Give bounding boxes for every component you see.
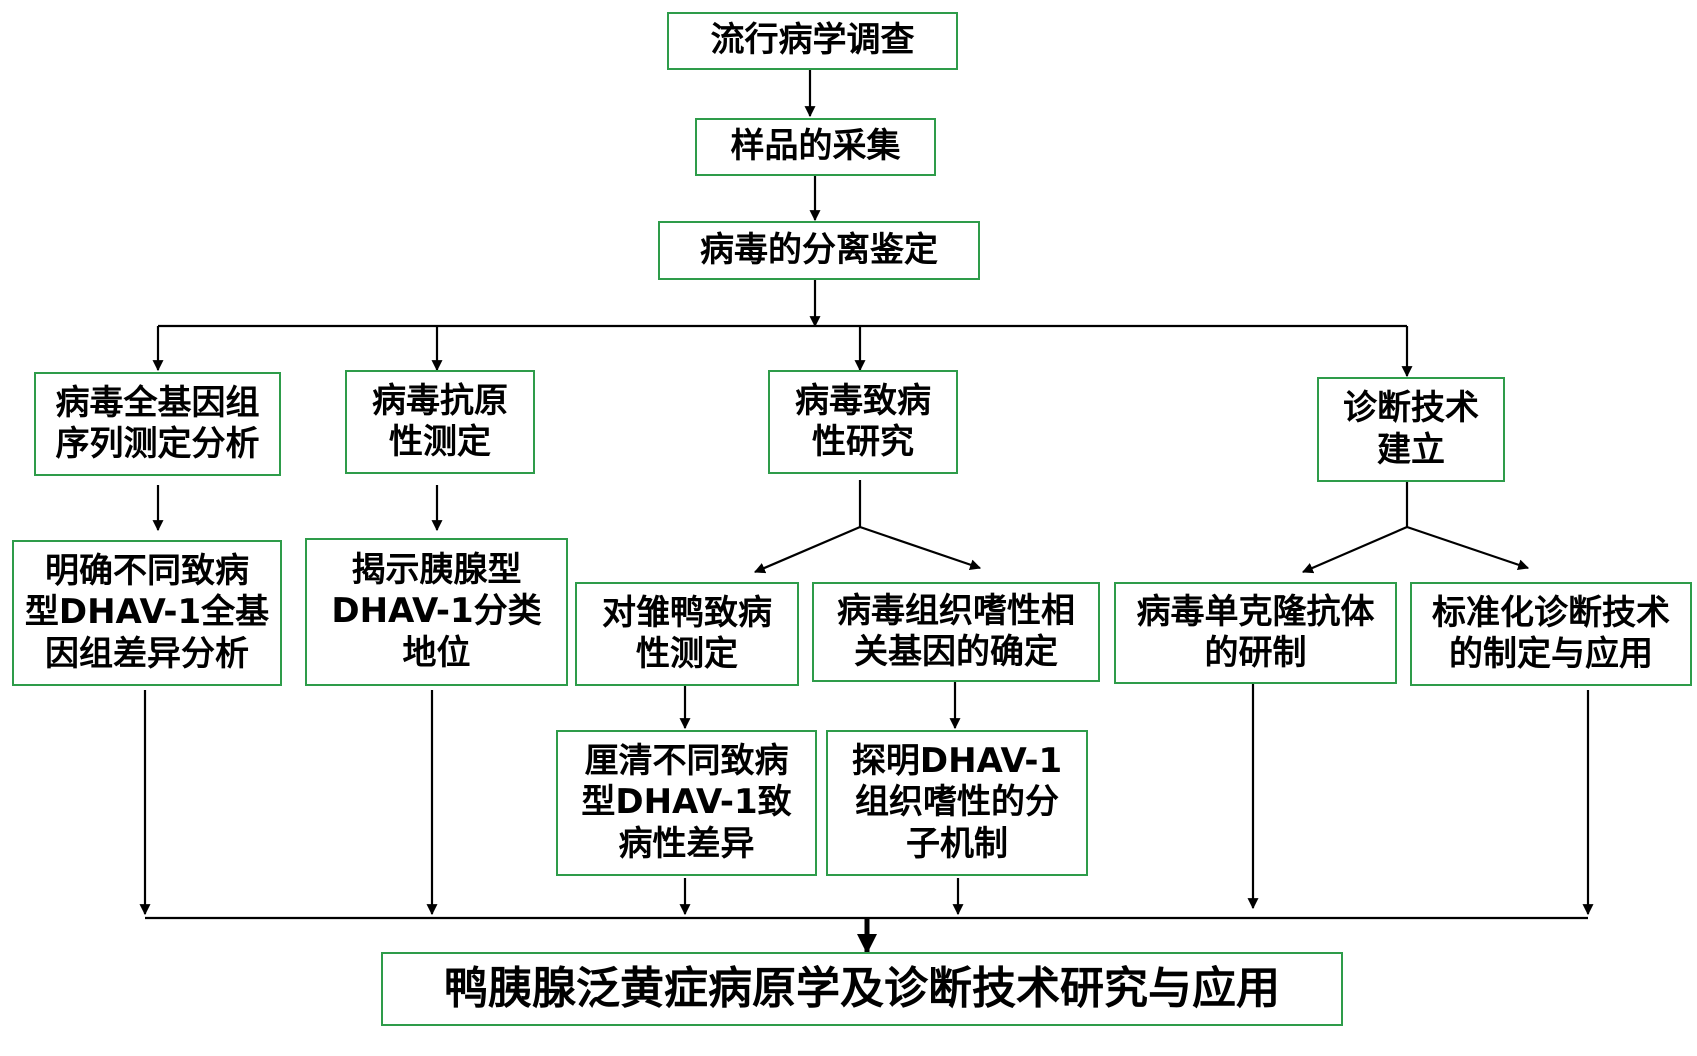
node-duckling-pathogenicity: 对雏鸭致病 性测定 <box>575 582 799 686</box>
node-label: 病毒全基因组 序列测定分析 <box>55 382 260 464</box>
node-standard-diagnostics: 标准化诊断技术 的制定与应用 <box>1410 582 1692 686</box>
node-pathogenicity-research: 病毒致病 性研究 <box>768 370 958 474</box>
node-final-outcome: 鸭胰腺泛黄症病原学及诊断技术研究与应用 <box>381 952 1343 1026</box>
node-label: 病毒单克隆抗体 的研制 <box>1136 591 1375 673</box>
node-label: 揭示胰腺型 DHAV-1分类 地位 <box>331 549 542 673</box>
node-label: 流行病学调查 <box>710 20 915 61</box>
node-label: 病毒抗原 性测定 <box>372 380 508 462</box>
node-monoclonal-antibody: 病毒单克隆抗体 的研制 <box>1114 582 1397 684</box>
node-antigenicity: 病毒抗原 性测定 <box>345 370 535 474</box>
arrow-a4-c3 <box>1301 525 1408 574</box>
node-classification-status: 揭示胰腺型 DHAV-1分类 地位 <box>305 538 568 686</box>
node-label: 厘清不同致病 型DHAV-1致 病性差异 <box>581 740 792 864</box>
node-genome-difference-analysis: 明确不同致病 型DHAV-1全基 因组差异分析 <box>12 540 282 686</box>
arrow-a3-c2 <box>859 525 982 571</box>
node-epidemiology-survey: 流行病学调查 <box>667 12 958 70</box>
node-virus-isolation: 病毒的分离鉴定 <box>658 221 980 280</box>
node-diagnostic-establishment: 诊断技术 建立 <box>1317 377 1505 482</box>
arrow-a4-c4 <box>1406 525 1530 571</box>
node-sample-collection: 样品的采集 <box>695 118 936 176</box>
node-tropism-genes: 病毒组织嗜性相 关基因的确定 <box>812 582 1100 682</box>
node-label: 诊断技术 建立 <box>1343 388 1479 470</box>
node-label: 对雏鸭致病 性测定 <box>602 592 772 674</box>
arrow-a3-c1 <box>753 525 861 574</box>
node-tropism-mechanism: 探明DHAV-1 组织嗜性的分 子机制 <box>826 730 1088 876</box>
node-pathogenicity-differences: 厘清不同致病 型DHAV-1致 病性差异 <box>556 730 817 876</box>
node-genome-sequencing: 病毒全基因组 序列测定分析 <box>34 372 281 476</box>
node-label: 病毒组织嗜性相 关基因的确定 <box>837 590 1075 672</box>
node-label: 探明DHAV-1 组织嗜性的分 子机制 <box>851 740 1063 864</box>
node-label: 病毒的分离鉴定 <box>700 229 938 270</box>
node-label: 标准化诊断技术 的制定与应用 <box>1432 592 1670 674</box>
node-label: 样品的采集 <box>730 126 901 167</box>
node-label: 明确不同致病 型DHAV-1全基 因组差异分析 <box>24 550 270 674</box>
node-label: 病毒致病 性研究 <box>795 380 931 462</box>
node-label: 鸭胰腺泛黄症病原学及诊断技术研究与应用 <box>444 963 1280 1015</box>
